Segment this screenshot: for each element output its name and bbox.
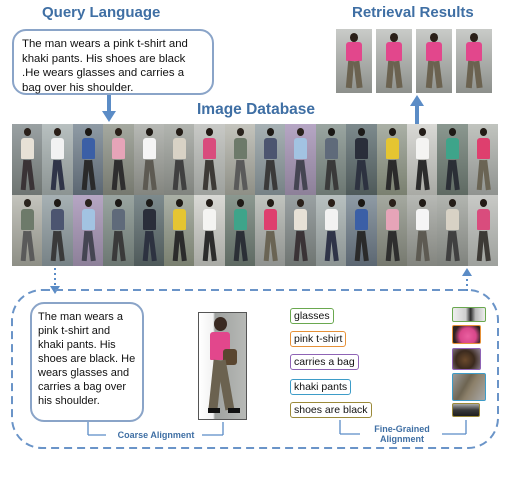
fine-alignment-label-line1: Fine-Grained — [374, 424, 430, 434]
database-image — [316, 124, 347, 195]
phrase-shoes-are-black: shoes are black — [290, 402, 372, 418]
image-database-grid — [12, 124, 498, 266]
database-image — [346, 124, 377, 195]
glasses-crop — [452, 307, 486, 322]
database-image — [377, 195, 408, 266]
bag-crop — [452, 348, 481, 370]
retrieval-result-image — [456, 29, 492, 93]
coarse-alignment-label: Coarse Alignment — [117, 430, 195, 440]
database-image — [407, 124, 438, 195]
database-image — [194, 195, 225, 266]
phrase-pink-t-shirt: pink t-shirt — [290, 331, 347, 347]
database-to-results-arrow — [410, 95, 424, 125]
database-image — [285, 124, 316, 195]
query-text-box: The man wears a pink t-shirt and khaki p… — [12, 29, 214, 95]
database-image — [437, 124, 468, 195]
database-image — [103, 124, 134, 195]
query-to-database-arrow — [102, 95, 116, 122]
detail-text-box: The man wears a pink t-shirt and khaki p… — [30, 302, 144, 422]
database-image — [164, 195, 195, 266]
retrieval-results-gallery — [336, 29, 496, 93]
database-image — [73, 195, 104, 266]
database-image — [164, 124, 195, 195]
database-image — [437, 195, 468, 266]
retrieval-results-title: Retrieval Results — [352, 4, 474, 21]
database-image — [12, 195, 43, 266]
database-image — [225, 124, 256, 195]
database-image — [468, 124, 498, 195]
database-image — [407, 195, 438, 266]
database-image — [316, 195, 347, 266]
database-image — [285, 195, 316, 266]
phrase-carries-a-bag: carries a bag — [290, 354, 359, 370]
database-image — [42, 195, 73, 266]
database-image — [42, 124, 73, 195]
detail-to-database-dotted-arrow — [462, 268, 472, 294]
coarse-alignment-connector — [87, 422, 224, 436]
database-image — [12, 124, 43, 195]
retrieval-result-image — [416, 29, 452, 93]
database-image — [377, 124, 408, 195]
pink-tshirt-crop — [452, 325, 481, 344]
database-image — [255, 124, 286, 195]
database-image — [346, 195, 377, 266]
khaki-pants-crop — [452, 373, 486, 401]
image-database-title: Image Database — [197, 101, 316, 118]
alignment-container — [11, 289, 499, 449]
query-language-title: Query Language — [42, 4, 161, 21]
database-image — [255, 195, 286, 266]
database-image — [194, 124, 225, 195]
fine-alignment-connector — [339, 420, 467, 435]
phrase-glasses: glasses — [290, 308, 334, 324]
detail-text: The man wears a pink t-shirt and khaki p… — [38, 311, 136, 407]
phrase-khaki-pants: khaki pants — [290, 379, 352, 395]
database-image — [134, 124, 165, 195]
database-image — [225, 195, 256, 266]
retrieval-result-image — [336, 29, 372, 93]
retrieval-result-image — [376, 29, 412, 93]
target-person-image — [198, 312, 247, 420]
database-image — [103, 195, 134, 266]
fine-alignment-label-line2: Alignment — [380, 434, 424, 444]
query-text: The man wears a pink t-shirt and khaki p… — [22, 38, 188, 94]
fine-alignment-label: Fine-Grained Alignment — [364, 424, 440, 444]
database-image — [134, 195, 165, 266]
database-image — [73, 124, 104, 195]
black-shoes-crop — [452, 403, 480, 417]
database-image — [468, 195, 498, 266]
